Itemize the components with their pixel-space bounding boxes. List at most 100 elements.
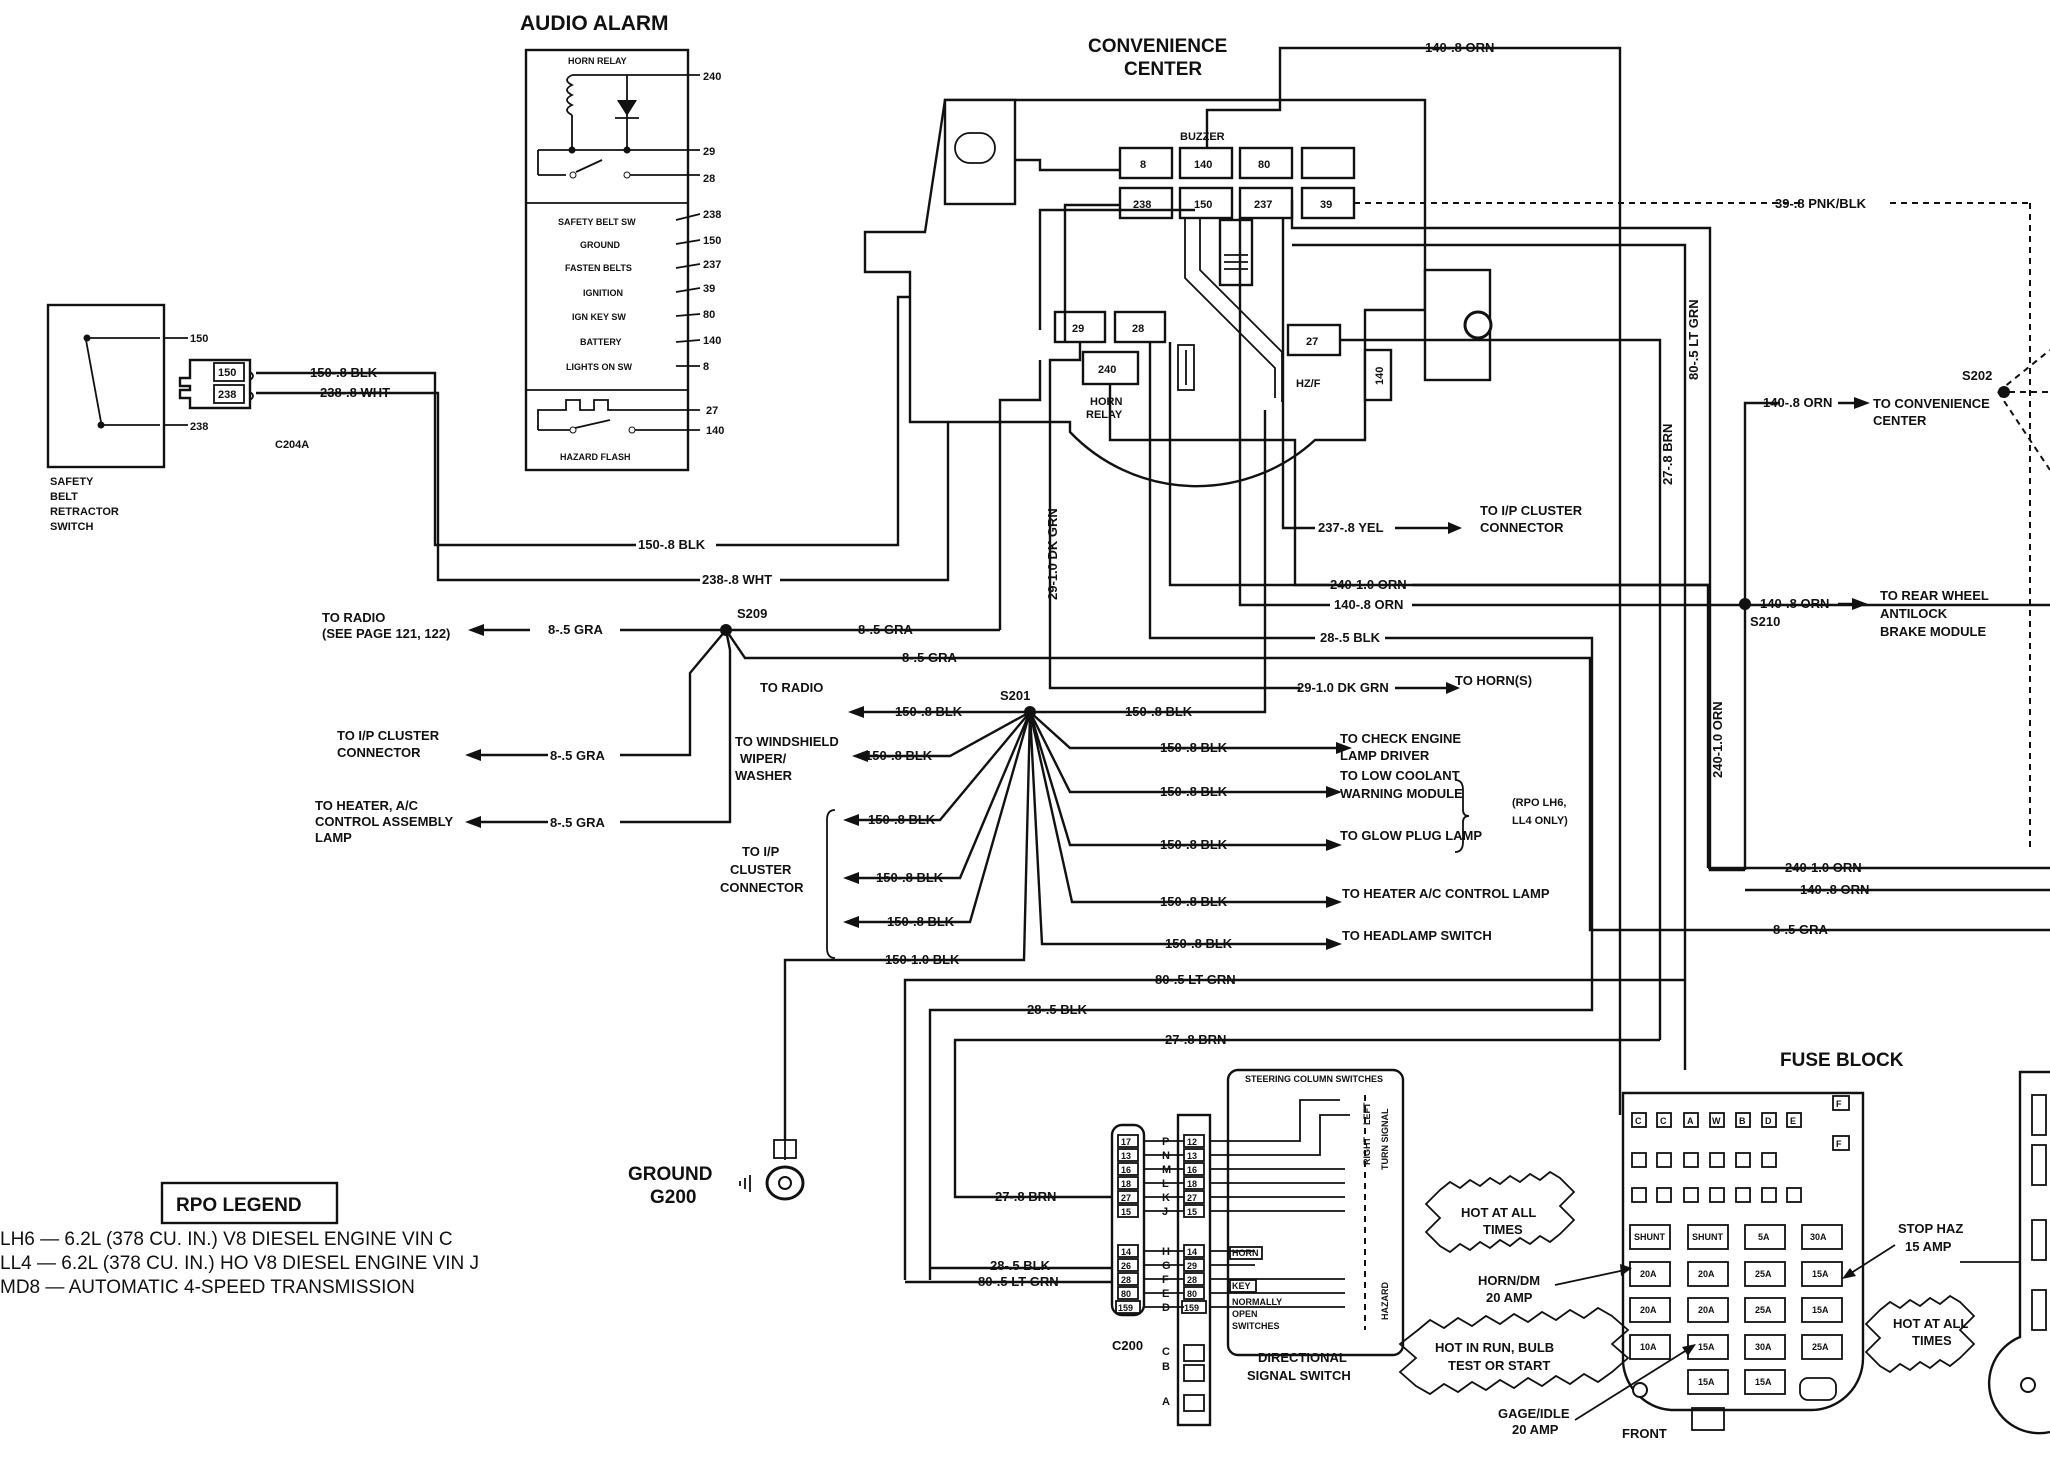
mount-hole-icon: [1463, 310, 1493, 340]
col-letter-g: G: [1162, 1260, 1171, 1272]
s201-label: S201: [1000, 688, 1030, 703]
col-letter-e: E: [1162, 1288, 1169, 1300]
horn-relay-2: RELAY: [1086, 409, 1123, 421]
col-t3: 18: [1187, 1179, 1197, 1189]
dest-check-1: TO CHECK ENGINE: [1340, 731, 1461, 746]
fuse-r2-0: 20A: [1640, 1269, 1657, 1279]
rpo-legend: RPO LEGEND LH6 — 6.2L (378 CU. IN.) V8 D…: [0, 1181, 479, 1298]
aa-func-3: IGNITION: [583, 288, 623, 298]
dest-ipc-r-2: CONNECTOR: [1480, 520, 1564, 535]
legend-line-1: LL4 — 6.2L (378 CU. IN.) HO V8 DIESEL EN…: [0, 1253, 479, 1274]
wire-140-orn: 140-.8 ORN: [1334, 597, 1403, 612]
convenience-center: CONVENIENCE CENTER BUZZER 8 140 80 238 1…: [863, 36, 1493, 488]
col-letter-b: B: [1162, 1361, 1170, 1373]
hot-all-r-2: TIMES: [1912, 1333, 1952, 1348]
s202-label: S202: [1962, 368, 1992, 383]
aa-pin-27: 27: [706, 405, 718, 417]
audio-alarm-title: AUDIO ALARM: [520, 12, 669, 35]
wire-8-gra-e: 8-.5 GRA: [902, 650, 958, 665]
c204a-pin-150: 150: [218, 367, 236, 379]
sb-label-2: RETRACTOR: [50, 506, 119, 518]
fuse-r1-4: 30A: [1810, 1232, 1827, 1242]
wire-80-ltgrn-h: 80-.5 LT GRN: [1155, 972, 1236, 987]
dest-abs-1: TO REAR WHEEL: [1880, 588, 1989, 603]
wire-8-gra-f: 8-.5 GRA: [1773, 922, 1829, 937]
aa-func-6: LIGHTS ON SW: [566, 362, 633, 372]
dest-wiper-3: WASHER: [735, 768, 793, 783]
no-sw-1: NORMALLY: [1232, 1297, 1282, 1307]
hot-run-2: TEST OR START: [1448, 1358, 1550, 1373]
key-sw-label: KEY: [1232, 1281, 1251, 1291]
col-t4: 27: [1187, 1193, 1197, 1203]
wire-150-s201-7: 150-.8 BLK: [1160, 740, 1228, 755]
sb-pin-238: 238: [190, 421, 208, 433]
c200-t3: 18: [1121, 1179, 1131, 1189]
relay-coil-icon: [566, 74, 575, 116]
hazard-flasher-icon: [537, 399, 622, 430]
c200-b2: 28: [1121, 1275, 1131, 1285]
wire-150-s201-3: 150-.8 BLK: [865, 748, 933, 763]
diode-icon: [617, 100, 637, 116]
wire-140-orn-s210: 140-.8 ORN: [1760, 596, 1829, 611]
callout-hot-all: HOT AT ALL TIMES: [1424, 1170, 1576, 1254]
aa-pin-39: 39: [703, 283, 715, 295]
s209-label: S209: [737, 606, 767, 621]
dest-wiper-1: TO WINDSHIELD: [735, 734, 839, 749]
aa-func-2: FASTEN BELTS: [565, 263, 632, 273]
fuse-r1-2: 5A: [1758, 1232, 1770, 1242]
col-letter-f: F: [1162, 1274, 1169, 1286]
dest-cc-1: TO CONVENIENCE: [1873, 396, 1990, 411]
wire-150-s201-2: 150-.8 BLK: [895, 704, 963, 719]
aa-pin-238: 238: [703, 209, 721, 221]
dest-ipcb-1: TO I/P: [742, 844, 780, 859]
wire-28-blk-h: 28-.5 BLK: [1027, 1002, 1088, 1017]
dest-coolant-2: WARNING MODULE: [1340, 786, 1463, 801]
right-label: RIGHT: [1362, 1137, 1372, 1166]
cc-hzf-label: HZ/F: [1296, 378, 1321, 390]
dest-ipc-1: TO I/P CLUSTER: [337, 728, 440, 743]
wire-150-blk-b: 150-.8 BLK: [638, 537, 706, 552]
steering-column: 17 13 16 18 27 15 14 26 28 80 159 C200 1…: [1110, 1068, 1405, 1427]
horn-relay-1: HORN: [1090, 396, 1122, 408]
aa-pin-237: 237: [703, 259, 721, 271]
fuse-r1-0: SHUNT: [1634, 1232, 1666, 1242]
turn-signal-label: TURN SIGNAL: [1380, 1108, 1390, 1170]
cc-r1-1: 140: [1194, 159, 1212, 171]
cc-relay-29: 29: [1072, 323, 1084, 335]
col-letter-a: A: [1162, 1396, 1170, 1408]
col-t0: 12: [1187, 1137, 1197, 1147]
col-b2: 28: [1187, 1275, 1197, 1285]
dest-radio-2: (SEE PAGE 121, 122): [322, 626, 450, 641]
ground-title-1: GROUND: [628, 1164, 712, 1185]
fuse-code-4: B: [1739, 1116, 1746, 1126]
aa-func-4: IGN KEY SW: [572, 312, 626, 322]
legend-line-2: MD8 — AUTOMATIC 4-SPEED TRANSMISSION: [0, 1277, 415, 1298]
cc-relay-240: 240: [1098, 364, 1116, 376]
aa-func-1: GROUND: [580, 240, 620, 250]
dest-heater-2: CONTROL ASSEMBLY: [315, 814, 454, 829]
dest-ipcb-3: CONNECTOR: [720, 880, 804, 895]
dir-title-1: DIRECTIONAL: [1258, 1350, 1347, 1365]
wire-150-s201-6: 150-.8 BLK: [887, 914, 955, 929]
fuse-block: FUSE BLOCK C C A W B D E F F: [1398, 1050, 2050, 1441]
aa-pin-140b: 140: [706, 425, 724, 437]
aa-pin-240: 240: [703, 71, 721, 83]
col-letter-m: M: [1162, 1164, 1171, 1176]
sb-label-1: BELT: [50, 491, 78, 503]
fuse-side-0: F: [1836, 1099, 1842, 1109]
dest-abs-2: ANTILOCK: [1880, 606, 1948, 621]
dest-wiper-2: WIPER/: [740, 751, 787, 766]
hot-all-2: TIMES: [1483, 1222, 1523, 1237]
cc-hzf-27: 27: [1306, 336, 1318, 348]
gage-idle-2: 20 AMP: [1512, 1422, 1559, 1437]
splice-s210: [1739, 598, 1751, 610]
wire-140-orn-s202: 140-.8 ORN: [1763, 395, 1832, 410]
fuse-r3-0: 20A: [1640, 1305, 1657, 1315]
fuse-code-6: E: [1790, 1116, 1796, 1126]
col-t1: 13: [1187, 1151, 1197, 1161]
dest-coolant-1: TO LOW COOLANT: [1340, 768, 1460, 783]
fuse-code-2: A: [1687, 1116, 1694, 1126]
stop-haz-1: STOP HAZ: [1898, 1221, 1963, 1236]
fuse-r3-2: 25A: [1755, 1305, 1772, 1315]
